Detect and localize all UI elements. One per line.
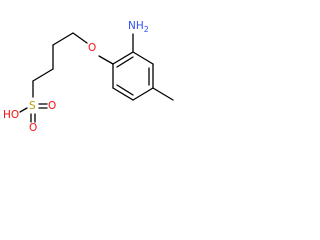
ring-double-bond [116,56,134,68]
chemical-structure-diagram: NH2 O S HO O O [3,20,174,134]
amine-label: NH2 [128,20,149,34]
ether-bond [98,55,114,65]
ring-double-bond [116,84,134,96]
sulfur-label: S [29,100,36,112]
hydroxyl-label: HO [3,109,19,121]
bonds [19,32,174,123]
ring-bond [112,51,134,65]
methyl-bond [152,87,174,101]
ring-bond [112,87,134,101]
subscript-two: 2 [144,25,149,34]
atom-labels: NH2 O S HO O O [3,20,149,134]
hydroxyl-bond [19,107,28,113]
ether-oxygen-label: O [88,42,96,54]
ring-bond [132,51,154,65]
chain-bond [52,32,74,46]
ring-bond [132,87,154,101]
sulfonyl-oxygen-right-label: O [48,100,56,112]
chain-bond [32,68,54,82]
ether-chain-bond [72,32,88,44]
sulfonyl-oxygen-bottom-label: O [29,122,37,134]
